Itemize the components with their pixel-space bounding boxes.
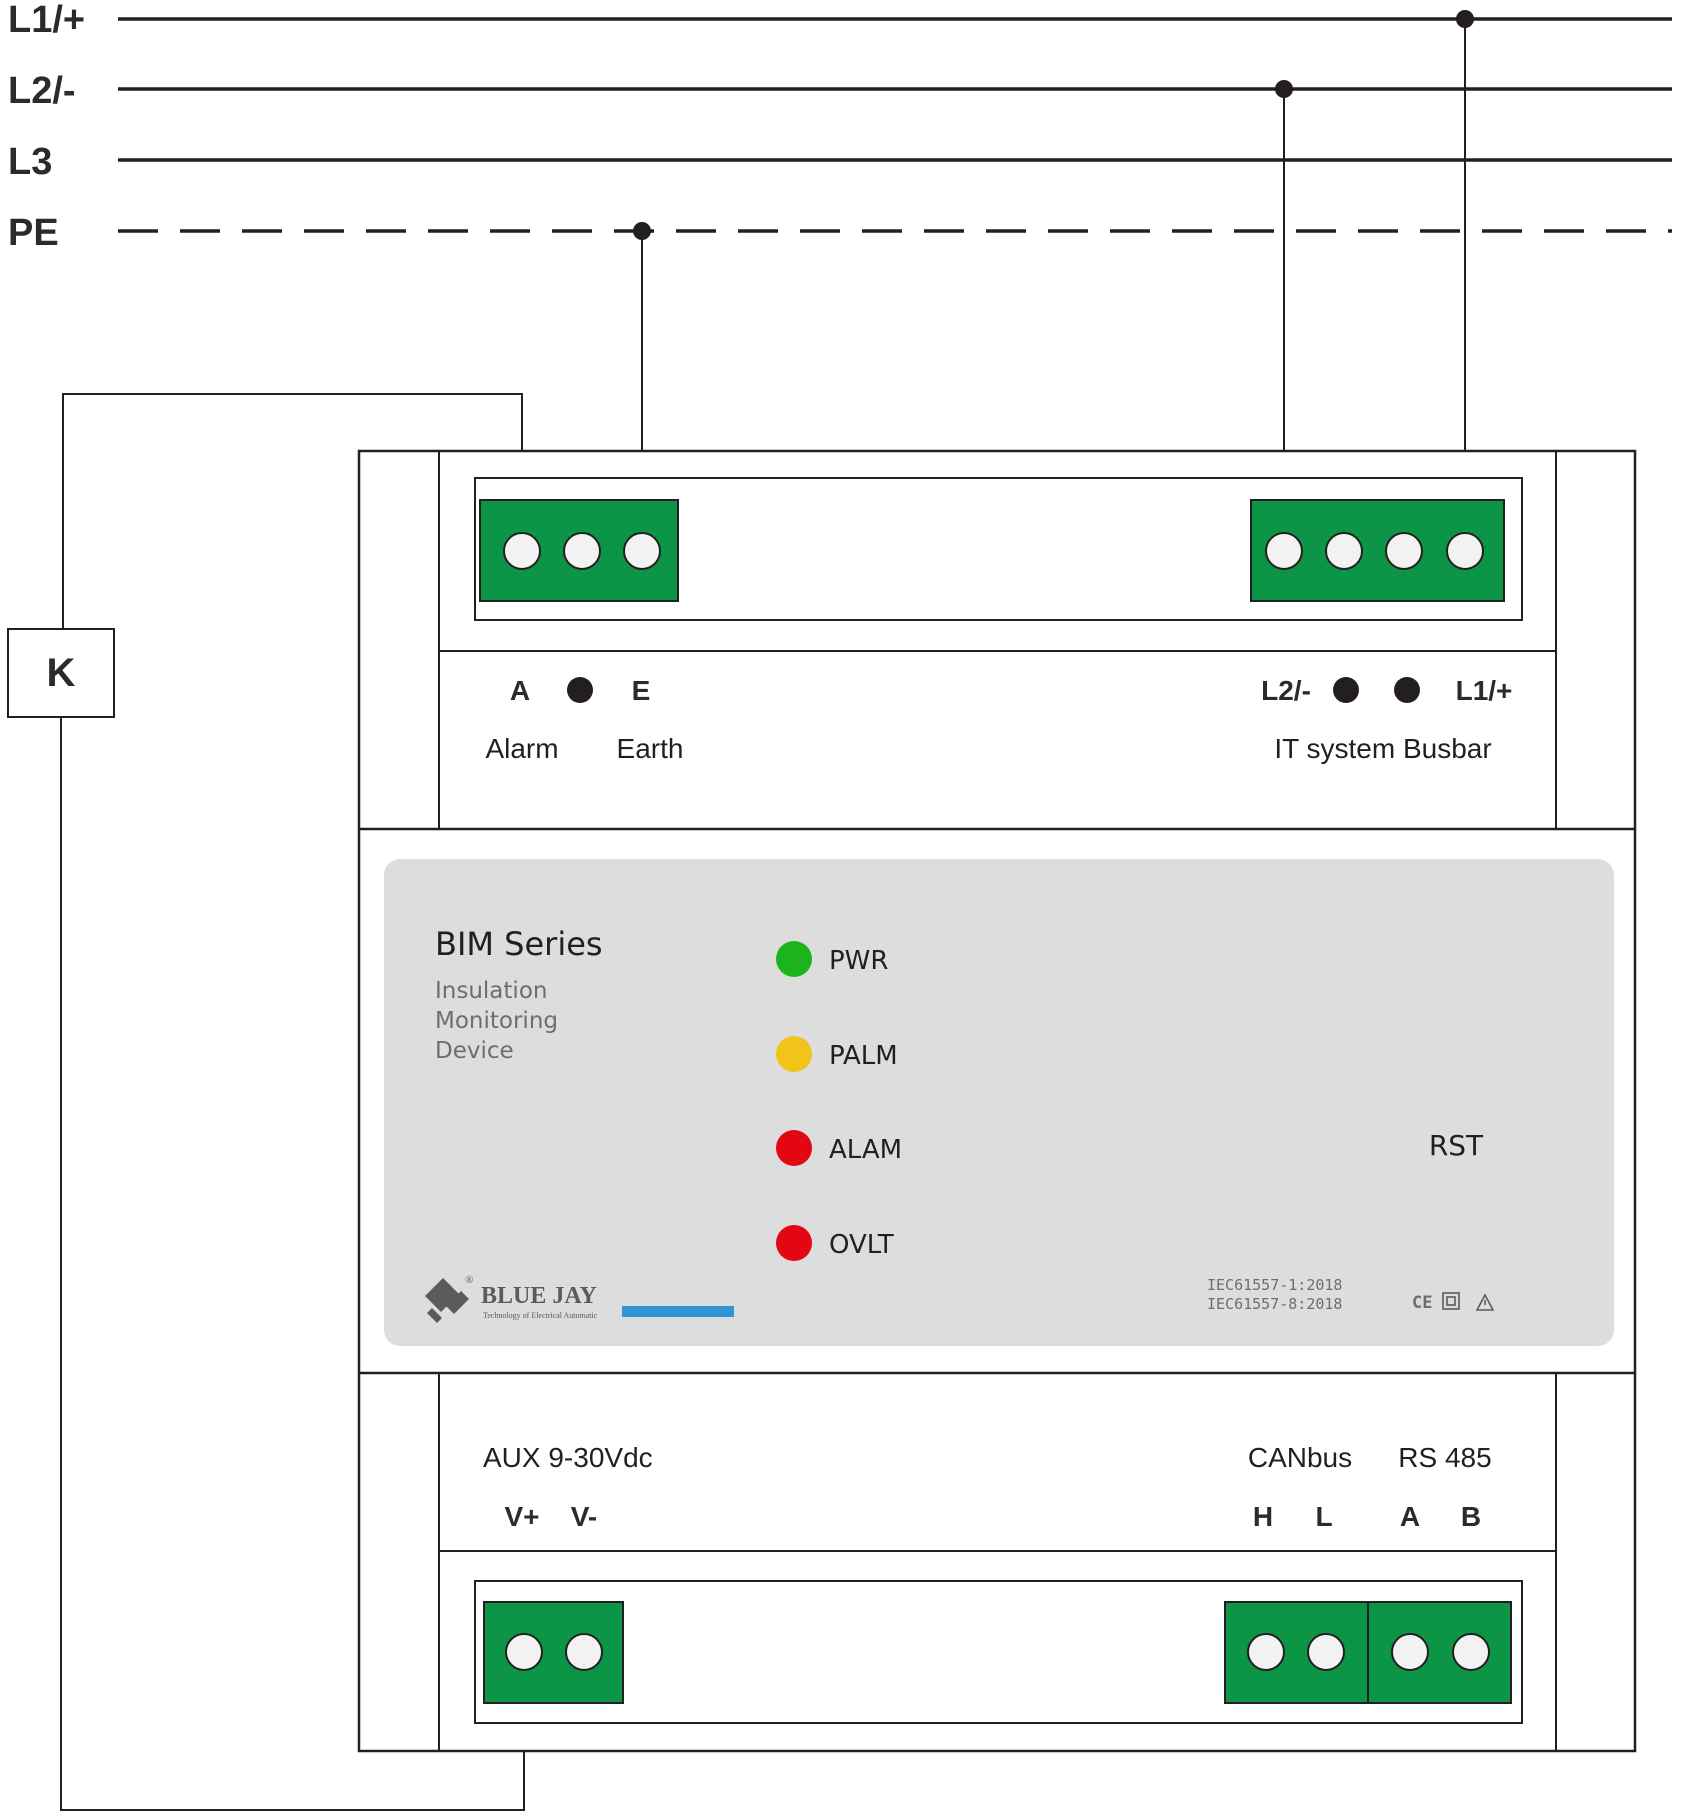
standard-reference: IEC61557-1:2018 [1207, 1276, 1342, 1294]
terminal-separator-dot [1333, 677, 1359, 703]
brand-tagline: Technology of Electrical Automatic [483, 1311, 598, 1320]
terminal-screw[interactable] [1247, 1633, 1285, 1671]
led-label-pwr: PWR [829, 946, 888, 976]
terminal-screw[interactable] [503, 532, 541, 570]
relay-k-label: K [47, 651, 76, 695]
brand-accent-bar [622, 1306, 734, 1317]
led-label-palm: PALM [829, 1041, 898, 1071]
ce-mark-icon: CE [1412, 1293, 1432, 1313]
terminal-separator-dot [567, 677, 593, 703]
terminal-screw[interactable] [1265, 532, 1303, 570]
terminal-code-l2: L2/- [1261, 675, 1311, 706]
aux-pin-label: V- [571, 1501, 597, 1532]
busbar-group: L1/+ L2/- L3 PE [8, 0, 1672, 254]
junction-dot-pe [633, 222, 651, 240]
relay-k-box [7, 628, 115, 718]
busbar-label-pe: PE [8, 212, 59, 254]
canbus-terminal-block [1224, 1601, 1369, 1704]
terminal-name-it-busbar: IT system Busbar [1274, 733, 1491, 764]
terminal-screw[interactable] [1446, 532, 1484, 570]
front-panel-background [384, 859, 1614, 1346]
canbus-label: CANbus [1248, 1442, 1352, 1473]
terminal-screw[interactable] [1391, 1633, 1429, 1671]
top-terminal-area: A E Alarm Earth L2/- L1/+ IT system Busb… [474, 477, 1523, 764]
aux-pin-label: V+ [504, 1501, 539, 1532]
canbus-pin-label: L [1315, 1501, 1332, 1532]
led-ovlt [776, 1225, 812, 1261]
busbar-label-l3: L3 [8, 141, 52, 183]
panel-subtitle-line: Monitoring [435, 1008, 558, 1034]
aux-supply-label: AUX 9-30Vdc [483, 1442, 653, 1473]
terminal-screw[interactable] [1385, 532, 1423, 570]
brand-registered-mark: ® [465, 1274, 473, 1286]
relay-loop: K [7, 393, 525, 1811]
junction-dot-l1 [1456, 10, 1474, 28]
terminal-separator-dot [1394, 677, 1420, 703]
terminal-screw[interactable] [1325, 532, 1363, 570]
terminal-screw[interactable] [563, 532, 601, 570]
terminal-screw[interactable] [565, 1633, 603, 1671]
bottom-terminal-area: AUX 9-30Vdc V+ V- CANbus H L RS 485 A B [474, 1442, 1523, 1724]
busbar-connections [633, 10, 1474, 500]
rs485-pin-label: A [1400, 1501, 1420, 1532]
busbar-label-l1: L1/+ [8, 0, 85, 41]
led-label-alam: ALAM [829, 1135, 902, 1165]
standard-reference: IEC61557-8:2018 [1207, 1295, 1342, 1313]
canbus-pin-label: H [1253, 1501, 1273, 1532]
terminal-code-alarm: A [510, 675, 530, 706]
terminal-code-earth: E [632, 675, 651, 706]
junction-dot-l2 [1275, 80, 1293, 98]
terminal-screw[interactable] [1307, 1633, 1345, 1671]
rs485-label: RS 485 [1398, 1442, 1491, 1473]
warning-triangle-icon [1475, 1293, 1495, 1311]
panel-subtitle-line: Insulation [435, 978, 547, 1004]
terminal-screw[interactable] [505, 1633, 543, 1671]
led-palm [776, 1036, 812, 1072]
terminal-screw[interactable] [623, 532, 661, 570]
terminal-name-earth: Earth [617, 733, 684, 764]
wire-alarm-to-relay [62, 393, 523, 629]
front-panel: BIM Series Insulation Monitoring Device … [384, 859, 1614, 1346]
reset-button-label[interactable]: RST [1429, 1129, 1484, 1162]
panel-subtitle-line: Device [435, 1038, 514, 1064]
blue-jay-logo-icon [425, 1278, 469, 1323]
terminal-name-alarm: Alarm [485, 733, 558, 764]
panel-title: BIM Series [435, 925, 603, 963]
brand-name: BLUE JAY [481, 1283, 597, 1309]
led-alam [776, 1130, 812, 1166]
led-pwr [776, 941, 812, 977]
class-ii-double-square-icon [1442, 1292, 1460, 1310]
terminal-code-l1: L1/+ [1456, 675, 1513, 706]
terminal-screw[interactable] [1452, 1633, 1490, 1671]
led-label-ovlt: OVLT [829, 1230, 894, 1260]
busbar-label-l2: L2/- [8, 70, 76, 112]
rs485-pin-label: B [1461, 1501, 1481, 1532]
